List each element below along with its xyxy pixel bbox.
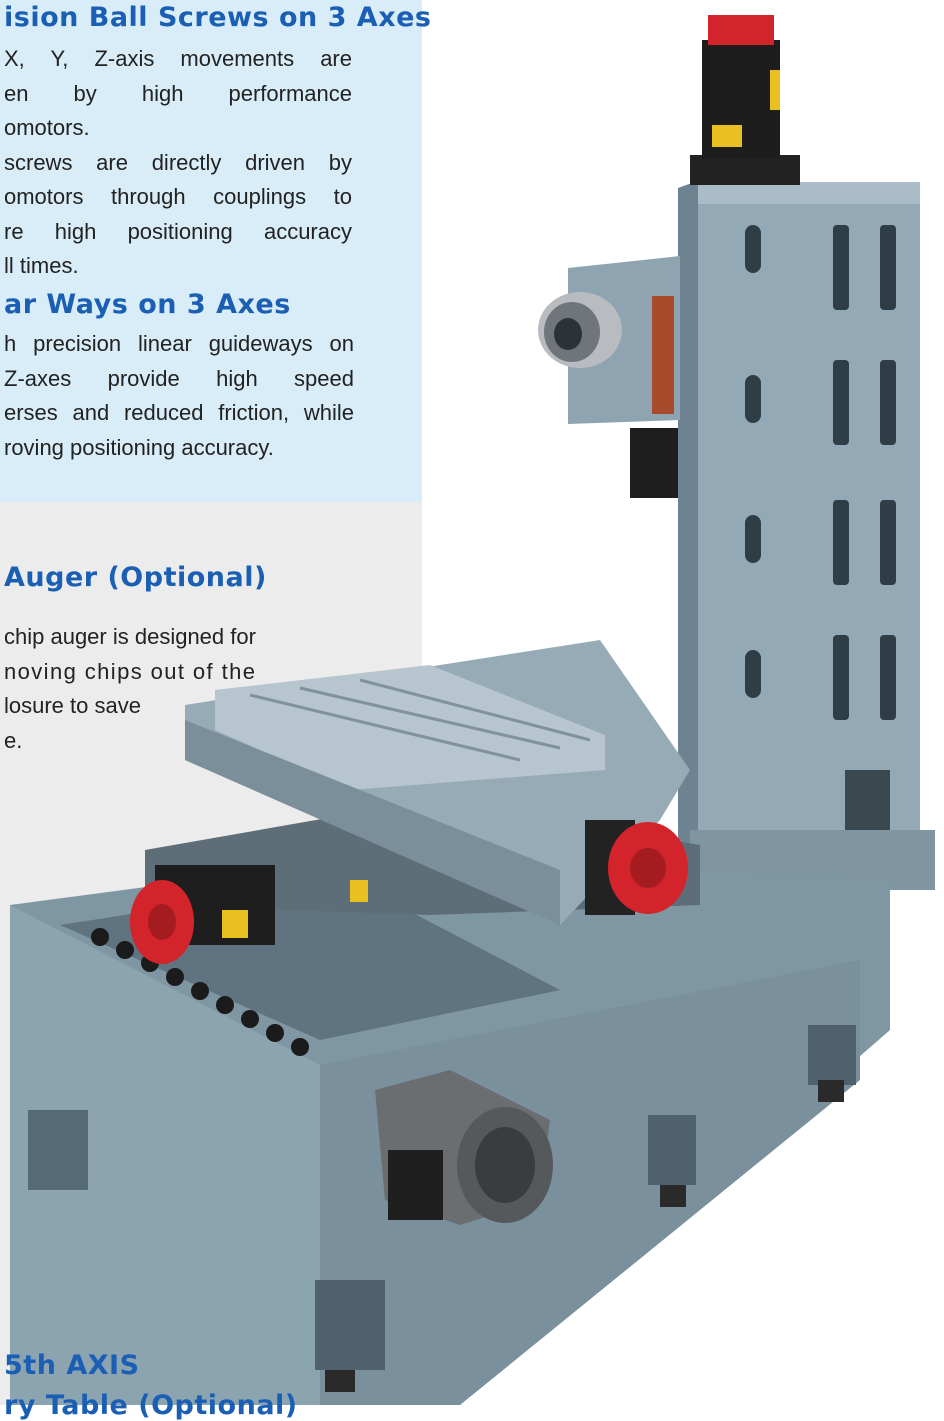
text-line: screws are directly driven by — [4, 149, 352, 175]
text-line: chip auger is designed for — [4, 624, 256, 649]
text-line: re high positioning accuracy — [4, 218, 352, 244]
text-line: noving chips out of the — [4, 658, 257, 684]
text-line: omotors through couplings to — [4, 184, 352, 209]
text-line: ll times. — [4, 253, 79, 278]
linear-ways-heading: ar Ways on 3 Axes — [4, 289, 291, 320]
rotary-table-heading: ry Table (Optional) — [4, 1390, 298, 1421]
text-line: e. — [4, 727, 23, 753]
text-line: erses and reduced friction, while — [4, 400, 354, 425]
fifth-axis-heading: 5th AXIS — [4, 1350, 140, 1381]
text-line: X, Y, Z-axis movements are — [4, 46, 352, 71]
linear-ways-text: h precision linear guideways on Z-axes p… — [4, 327, 354, 465]
text-line: h precision linear guideways on — [4, 331, 354, 356]
ball-screws-text: X, Y, Z-axis movements are en by high pe… — [4, 42, 352, 284]
feature-panel-top — [0, 0, 422, 502]
text-line: roving positioning accuracy. — [4, 434, 274, 460]
text-line: en by high performance — [4, 80, 352, 106]
ball-screws-heading: ision Ball Screws on 3 Axes — [4, 2, 432, 33]
text-line: Z-axes provide high speed — [4, 365, 354, 391]
chip-auger-heading: Auger (Optional) — [4, 562, 267, 593]
text-line: omotors. — [4, 115, 90, 140]
chip-auger-text: chip auger is designed for noving chips … — [4, 620, 308, 758]
text-line: losure to save — [4, 693, 141, 718]
